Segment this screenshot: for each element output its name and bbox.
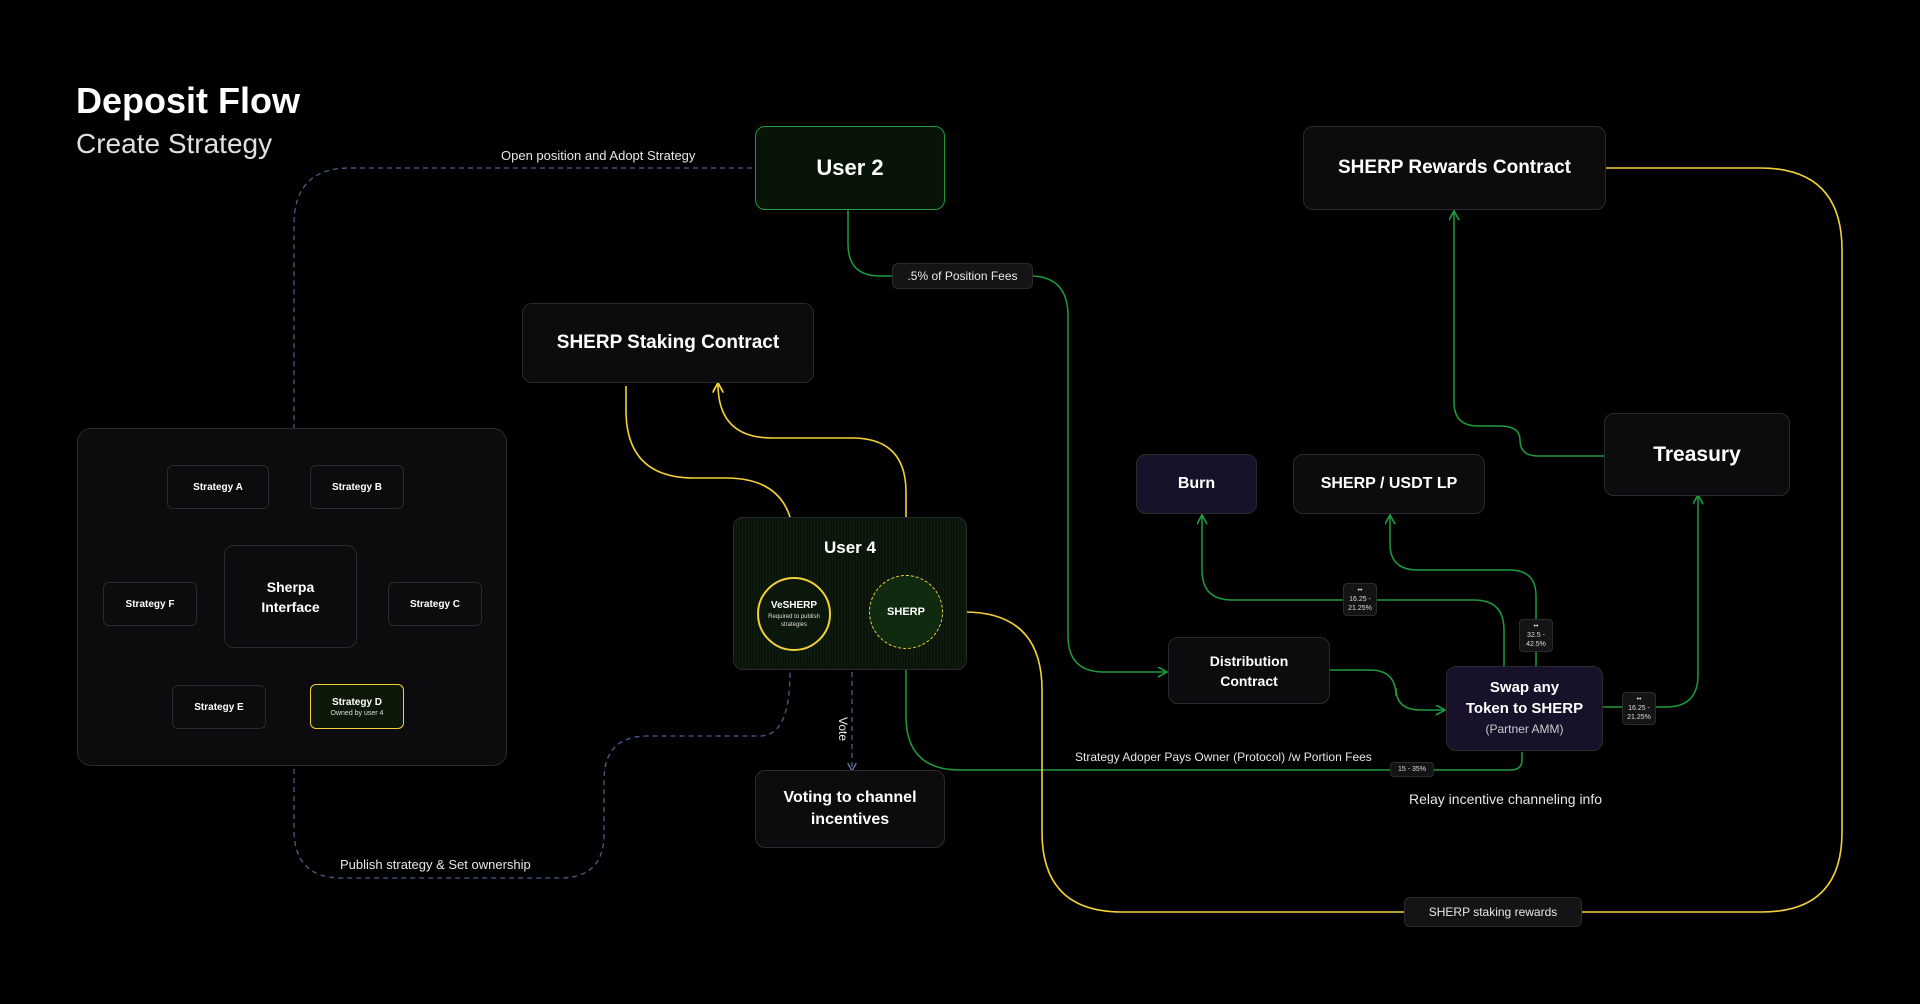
pct-treasury-2: 16.25 -: [1628, 705, 1650, 712]
wire-swap-to-treasury: [1602, 496, 1698, 708]
label-relay-info: Relay incentive channeling info: [1409, 791, 1603, 807]
distribution-contract[interactable]: Distribution Contract: [1168, 637, 1330, 704]
wire-owner-pays: [906, 646, 1523, 771]
label-adopter-pays: Strategy Adoper Pays Owner (Protocol) /w…: [1075, 750, 1372, 764]
wire-rewards-loop: [946, 167, 1843, 913]
sherp-token[interactable]: SHERP: [869, 575, 943, 649]
wire-swap-to-lp: [1380, 540, 1536, 666]
vesherp-token[interactable]: VeSHERP Required to publish strategies: [757, 577, 831, 651]
sherp-rewards-contract[interactable]: SHERP Rewards Contract: [1303, 126, 1606, 210]
voting-node[interactable]: Voting to channel incentives: [755, 770, 945, 848]
label-open-position: Open position and Adopt Strategy: [501, 148, 696, 163]
page-title: Deposit Flow: [76, 80, 300, 121]
sherp-usdt-lp-node[interactable]: SHERP / USDT LP: [1293, 454, 1485, 514]
label-publish-strategy: Publish strategy & Set ownership: [340, 857, 531, 872]
pct-lp: •• 32.5 - 42.5%: [1519, 619, 1553, 652]
strategy-c[interactable]: Strategy C: [388, 582, 482, 626]
voting-line1: Voting to channel: [783, 789, 917, 806]
strategy-f[interactable]: Strategy F: [103, 582, 197, 626]
wire-publish-strategy: [293, 652, 791, 879]
pct-owner: 15 - 35%: [1390, 762, 1434, 777]
wire-treasury-to-rewards: [1454, 212, 1604, 457]
strategy-e[interactable]: Strategy E: [172, 685, 266, 729]
pct-burn-2: 16.25 -: [1349, 596, 1371, 603]
strategy-d-owner: Owned by user 4: [330, 709, 384, 717]
pct-treasury-1: ••: [1636, 696, 1642, 703]
pct-treasury: •• 16.25 - 21.25%: [1622, 692, 1656, 725]
sherpa-interface-line2: Interface: [261, 598, 320, 615]
swap-sub: (Partner AMM): [1485, 722, 1564, 736]
strategy-b[interactable]: Strategy B: [310, 465, 404, 509]
sherpa-interface-line1: Sherpa: [266, 578, 315, 595]
wire-position-fees: [847, 210, 1166, 672]
pct-lp-3: 42.5%: [1526, 641, 1546, 648]
sherp-staking-contract[interactable]: SHERP Staking Contract: [522, 303, 814, 383]
page-subtitle: Create Strategy: [76, 128, 273, 159]
distribution-line1: Distribution: [1209, 652, 1289, 669]
wire-distribution-to-swap: [1330, 669, 1444, 710]
user4-title: User 4: [824, 538, 876, 557]
pct-burn-3: 21.25%: [1348, 605, 1372, 612]
pct-burn-1: ••: [1357, 587, 1363, 594]
vesherp-requirement: Required to publish strategies: [768, 613, 820, 628]
strategy-a[interactable]: Strategy A: [167, 465, 269, 509]
label-staking-rewards: SHERP staking rewards: [1404, 897, 1582, 927]
wire-sherp-to-staking: [718, 384, 907, 574]
pct-lp-2: 32.5 -: [1527, 632, 1545, 639]
burn-node[interactable]: Burn: [1136, 454, 1257, 514]
label-vote: Vote: [836, 717, 850, 742]
swap-node[interactable]: Swap any Token to SHERP (Partner AMM): [1446, 666, 1603, 751]
vesherp-label: VeSHERP: [770, 599, 818, 611]
sherp-token-label: SHERP: [887, 606, 925, 618]
wire-user2-to-interface: [294, 167, 752, 545]
swap-line1: Swap any: [1489, 679, 1560, 696]
pct-lp-1: ••: [1533, 623, 1539, 630]
pct-treasury-3: 21.25%: [1627, 714, 1651, 721]
strategy-d[interactable]: Strategy D Owned by user 4: [310, 684, 404, 729]
swap-line2: Token to SHERP: [1465, 700, 1584, 717]
wire-staking-to-vesherp: [625, 386, 794, 574]
strategy-d-label: Strategy D: [331, 696, 382, 708]
voting-line2: incentives: [810, 811, 890, 828]
user2-node[interactable]: User 2: [755, 126, 945, 210]
pct-burn: •• 16.25 - 21.25%: [1343, 583, 1377, 616]
sherpa-interface[interactable]: Sherpa Interface: [224, 545, 357, 648]
distribution-line2: Contract: [1220, 672, 1278, 689]
treasury-node[interactable]: Treasury: [1604, 413, 1790, 496]
label-position-fees: .5% of Position Fees: [892, 263, 1033, 289]
wire-swap-to-lp-path: [1390, 516, 1537, 666]
